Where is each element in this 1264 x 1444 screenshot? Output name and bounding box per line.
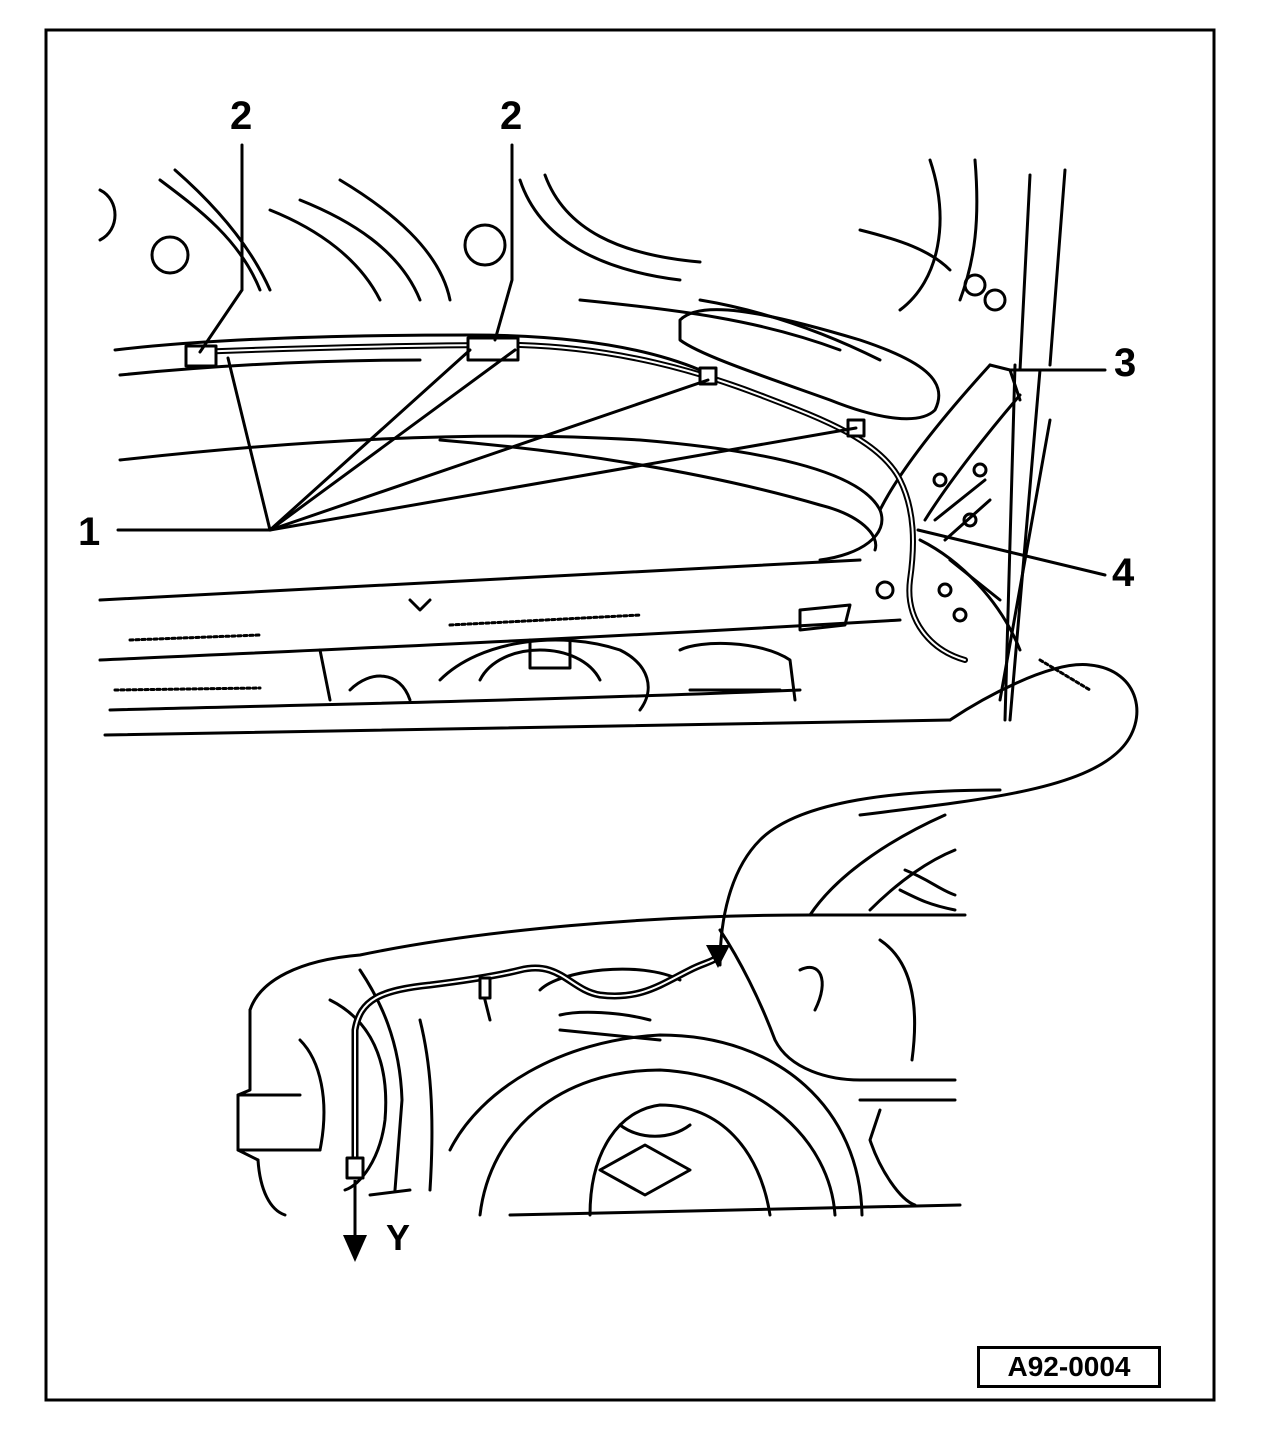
reference-code-label: A92-0004 bbox=[977, 1346, 1161, 1388]
fender-view bbox=[236, 813, 967, 1217]
engine-bay-view bbox=[98, 158, 1139, 817]
cable-run-lower bbox=[345, 788, 1002, 1180]
callout-2-left: 2 bbox=[230, 94, 253, 138]
callout-2-right: 2 bbox=[500, 94, 523, 138]
leader-lines bbox=[116, 143, 1107, 577]
callout-1: 1 bbox=[78, 510, 101, 554]
arrow-down-icon bbox=[343, 945, 730, 1262]
diagram-frame bbox=[44, 28, 1216, 1402]
callout-3: 3 bbox=[1114, 341, 1137, 385]
callout-y: Y bbox=[386, 1217, 411, 1258]
callout-4: 4 bbox=[1112, 551, 1135, 595]
